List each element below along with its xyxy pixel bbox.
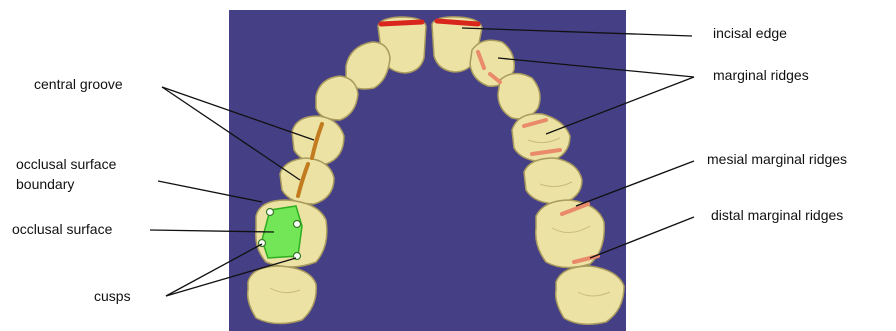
cusp-point <box>294 221 301 228</box>
tooth-second-molar-left <box>248 266 317 324</box>
label-marginal-ridges: marginal ridges <box>713 67 809 84</box>
tooth-second-premolar-right <box>524 158 582 204</box>
incisal-edge-left <box>381 22 422 24</box>
label-distal-marginal-ridges: distal marginal ridges <box>711 207 843 224</box>
label-occlusal-surface-boundary-line2: boundary <box>16 176 74 193</box>
label-incisal-edge: incisal edge <box>713 25 787 42</box>
cusp-point <box>267 209 274 216</box>
label-occlusal-surface: occlusal surface <box>12 221 112 238</box>
tooth-second-molar-right <box>556 266 624 324</box>
tooth-canine-right <box>498 73 540 118</box>
label-occlusal-surface-boundary-line1: occlusal surface <box>16 156 116 173</box>
incisal-edge-right <box>437 21 478 24</box>
label-mesial-marginal-ridges: mesial marginal ridges <box>707 151 847 168</box>
label-cusps: cusps <box>94 288 131 305</box>
label-central-groove: central groove <box>34 76 123 93</box>
